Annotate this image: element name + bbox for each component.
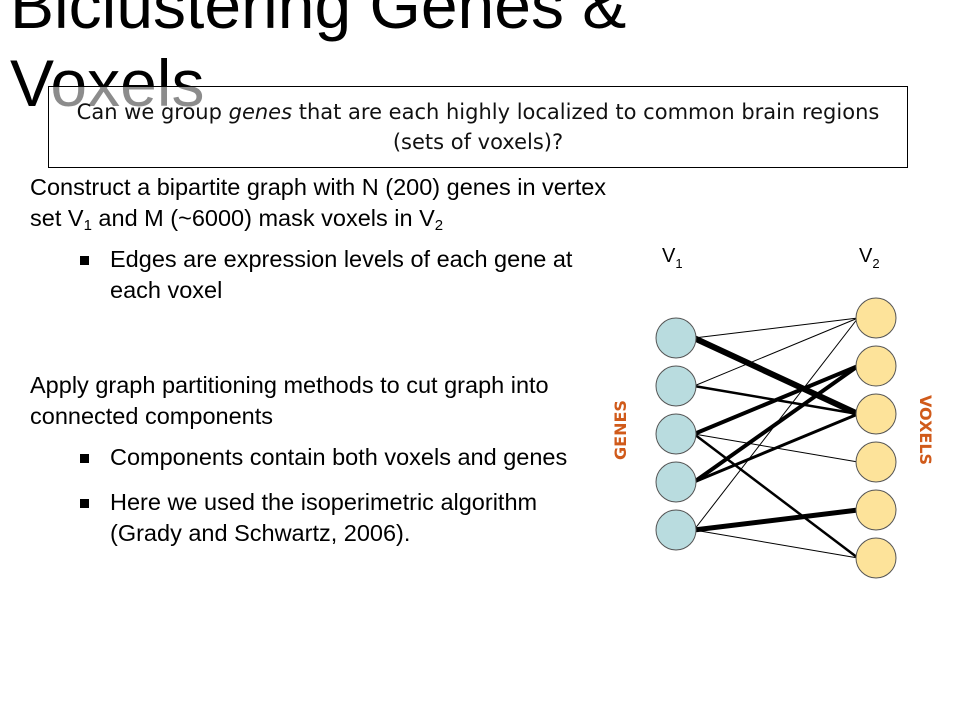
gene-node-3	[655, 413, 697, 455]
slide-title: Biclustering Genes & Voxels	[10, 0, 627, 120]
voxel-node-5	[855, 489, 897, 531]
question-box: Can we group genes that are each highly …	[48, 86, 908, 168]
voxels-label: VOXELS	[916, 395, 935, 465]
gene-node-5	[655, 509, 697, 551]
edge-12	[693, 529, 859, 559]
v1-label: V1	[662, 245, 683, 271]
para1-sub-1: 1	[83, 217, 92, 234]
nodes	[655, 297, 897, 579]
edge-10	[693, 507, 859, 533]
question-emphasis: genes	[228, 100, 293, 124]
bullet-edges: Edges are expression levels of each gene…	[30, 244, 610, 306]
gene-node-2	[655, 365, 697, 407]
v2-label: V2	[859, 245, 880, 271]
para1-text-1: Construct a bipartite graph with N (200)…	[30, 174, 607, 231]
edge-7	[693, 433, 859, 559]
bullet-isoperimetric: Here we used the isoperimetric algorithm…	[30, 487, 610, 549]
edge-1	[692, 335, 860, 417]
slide-body: Construct a bipartite graph with N (200)…	[30, 172, 610, 549]
question-text-1: Can we group	[76, 100, 229, 124]
edge-9	[693, 412, 859, 484]
edge-11	[693, 317, 859, 531]
voxel-node-6	[855, 537, 897, 579]
gene-node-4	[655, 461, 697, 503]
voxel-node-1	[855, 297, 897, 339]
edge-3	[693, 317, 859, 387]
edge-5	[693, 364, 859, 436]
voxel-node-4	[855, 441, 897, 483]
para1-text-2: and M (~6000) mask voxels in V	[91, 205, 435, 231]
paragraph-partitioning: Apply graph partitioning methods to cut …	[30, 372, 549, 429]
voxel-node-3	[855, 393, 897, 435]
genes-label: GENES	[611, 400, 630, 460]
edge-2	[693, 317, 859, 339]
bullet-components: Components contain both voxels and genes	[30, 442, 610, 473]
voxel-node-2	[855, 345, 897, 387]
question-text-2: that are each highly localized to common…	[292, 100, 880, 154]
gene-node-1	[655, 317, 697, 359]
paragraph-construct-graph: Construct a bipartite graph with N (200)…	[30, 172, 610, 234]
para1-sub-2: 2	[434, 217, 444, 234]
edges	[692, 317, 860, 559]
bipartite-graph-diagram: V1 V2 GENES VOXELS	[611, 245, 935, 579]
